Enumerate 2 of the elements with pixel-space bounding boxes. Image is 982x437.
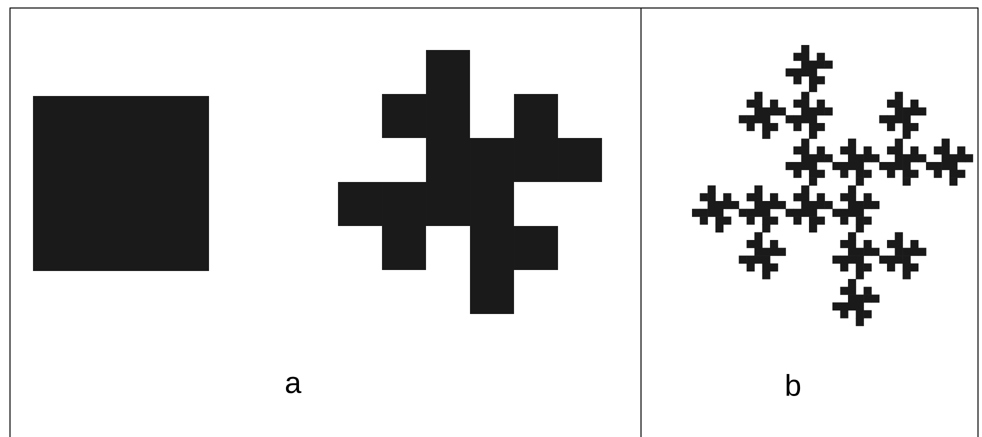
panel-label: b (786, 374, 800, 396)
panel-label: a (286, 376, 302, 394)
